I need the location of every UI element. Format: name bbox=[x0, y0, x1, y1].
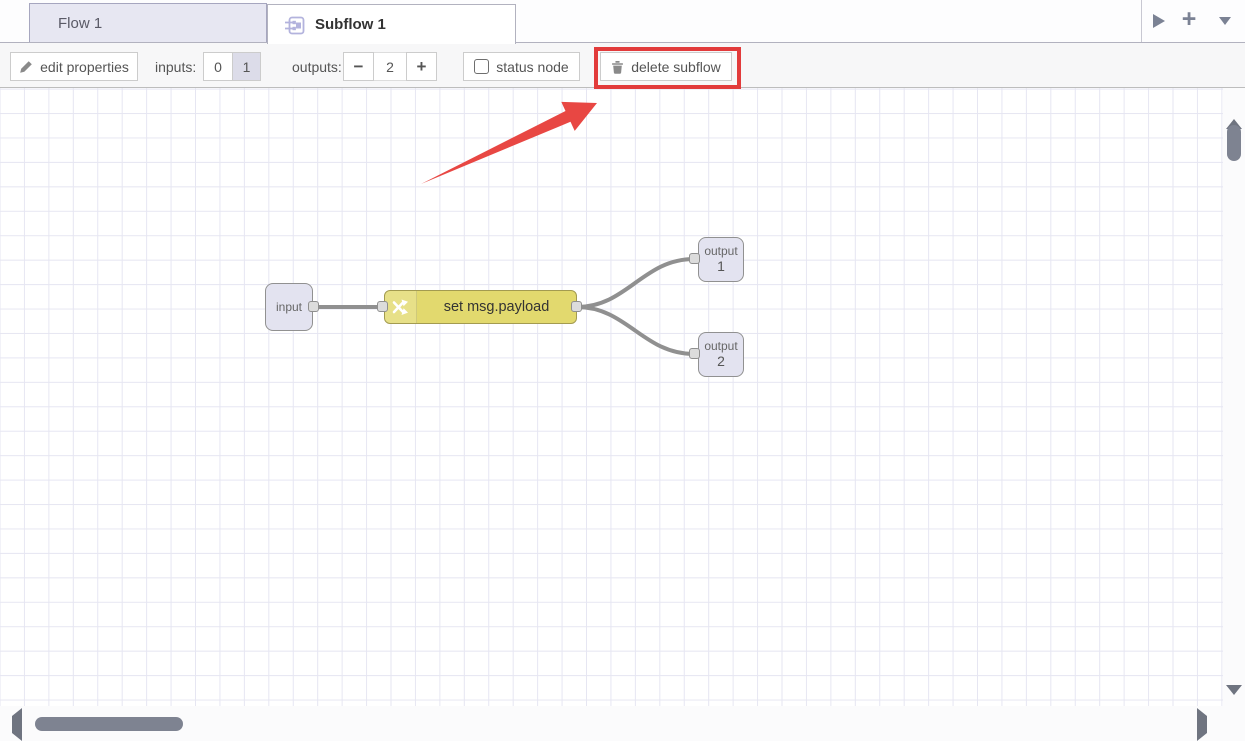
node-subflow-input[interactable]: input bbox=[265, 283, 313, 331]
tab-flow-1[interactable]: Flow 1 bbox=[29, 3, 267, 42]
outputs-value[interactable]: 2 bbox=[374, 52, 406, 81]
tab-flow-1-label: Flow 1 bbox=[58, 14, 103, 32]
node-output1-label: output bbox=[704, 244, 738, 258]
play-right-icon bbox=[1153, 14, 1165, 28]
tab-subflow-1-label: Subflow 1 bbox=[315, 16, 386, 33]
node-change-set-msg-payload[interactable]: set msg.payload bbox=[384, 290, 577, 324]
node-output1-number: 1 bbox=[717, 258, 725, 274]
scroll-up-arrow-icon[interactable] bbox=[1226, 102, 1242, 129]
delete-subflow-label: delete subflow bbox=[631, 58, 721, 75]
wires-layer bbox=[312, 101, 696, 356]
wire-change-to-output1[interactable] bbox=[575, 257, 696, 309]
flow-canvas[interactable]: input set msg.payload output 1 output 2 bbox=[0, 88, 1223, 706]
chevron-down-icon bbox=[1219, 17, 1231, 25]
delete-subflow-button[interactable]: delete subflow bbox=[600, 52, 732, 81]
edit-properties-label: edit properties bbox=[40, 58, 129, 75]
trash-icon bbox=[611, 60, 624, 74]
status-node-label: status node bbox=[496, 58, 569, 75]
node-output2-label: output bbox=[704, 339, 738, 353]
outputs-stepper: − 2 + bbox=[343, 52, 437, 81]
outputs-label: outputs: bbox=[292, 58, 342, 75]
inputs-toggle-group: 0 1 bbox=[203, 52, 261, 81]
node-subflow-output-2[interactable]: output 2 bbox=[698, 332, 744, 377]
plus-icon: + bbox=[416, 56, 427, 76]
minus-icon: − bbox=[353, 56, 364, 76]
node-output2-number: 2 bbox=[717, 353, 725, 369]
scroll-left-arrow-icon[interactable] bbox=[12, 708, 22, 741]
add-flow-button[interactable]: + bbox=[1176, 0, 1202, 42]
tab-list-menu-button[interactable] bbox=[1212, 0, 1238, 42]
port-output1-in[interactable] bbox=[689, 253, 700, 264]
port-change-out[interactable] bbox=[571, 301, 582, 312]
status-node-button[interactable]: status node bbox=[463, 52, 580, 81]
plus-icon: + bbox=[1181, 5, 1197, 33]
outputs-increase-button[interactable]: + bbox=[406, 52, 437, 81]
vertical-scrollbar[interactable] bbox=[1223, 88, 1245, 741]
port-output2-in[interactable] bbox=[689, 348, 700, 359]
inputs-option-1[interactable]: 1 bbox=[232, 53, 260, 80]
edit-properties-button[interactable]: edit properties bbox=[10, 52, 138, 81]
scroll-down-arrow-icon[interactable] bbox=[1226, 685, 1242, 713]
port-input-out[interactable] bbox=[308, 301, 319, 312]
node-subflow-output-1[interactable]: output 1 bbox=[698, 237, 744, 282]
change-shuffle-icon bbox=[391, 297, 411, 317]
wire-change-to-output2[interactable] bbox=[575, 305, 696, 356]
tab-bar: Flow 1 Subflow 1 + bbox=[0, 0, 1245, 44]
change-node-label: set msg.payload bbox=[443, 299, 550, 315]
change-node-icon-area bbox=[385, 291, 417, 323]
scroll-right-arrow-icon[interactable] bbox=[1197, 708, 1207, 741]
horizontal-scrollbar[interactable] bbox=[0, 706, 1223, 741]
pencil-icon bbox=[19, 60, 33, 74]
red-annotation-arrow bbox=[421, 101, 597, 184]
node-input-label: input bbox=[275, 299, 303, 314]
outputs-decrease-button[interactable]: − bbox=[343, 52, 374, 81]
subflow-toolbar: edit properties inputs: 0 1 outputs: − 2… bbox=[0, 43, 1245, 88]
previous-tabs-button[interactable] bbox=[1146, 0, 1172, 42]
status-node-checkbox[interactable] bbox=[474, 59, 490, 74]
subflow-icon bbox=[284, 14, 306, 36]
port-change-in[interactable] bbox=[377, 301, 388, 312]
inputs-label: inputs: bbox=[155, 58, 197, 75]
vertical-scroll-thumb[interactable] bbox=[1227, 125, 1241, 161]
tabbar-separator bbox=[1141, 0, 1142, 42]
horizontal-scroll-thumb[interactable] bbox=[35, 717, 183, 731]
tab-subflow-1[interactable]: Subflow 1 bbox=[267, 4, 516, 44]
inputs-option-0[interactable]: 0 bbox=[204, 53, 232, 80]
